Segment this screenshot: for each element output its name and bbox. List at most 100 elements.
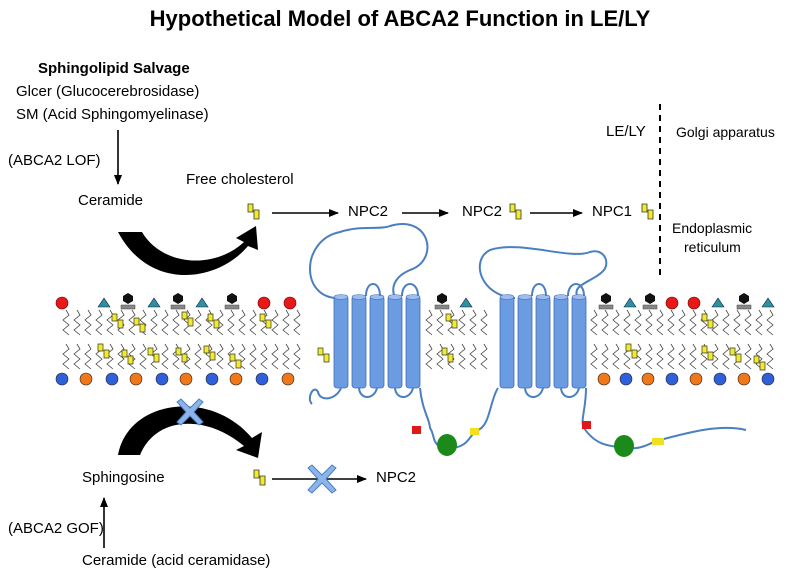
transmembrane-helix xyxy=(351,295,367,389)
lipid-tail xyxy=(62,343,70,370)
lipid-tail xyxy=(73,343,81,370)
lipid-tail xyxy=(689,343,697,370)
transmembrane-helix xyxy=(517,295,533,389)
transmembrane-helix xyxy=(369,295,385,389)
membrane-cholesterol xyxy=(229,353,242,369)
lipid-tail xyxy=(194,309,202,336)
sphingomyelin-head xyxy=(437,293,447,304)
lipid-head-bottom xyxy=(105,372,119,386)
sphingomyelin-bar xyxy=(170,304,186,310)
membrane-cholesterol xyxy=(753,355,766,371)
salvage-line-sm: SM (Acid Sphingomyelinase) xyxy=(16,106,209,123)
lipid-head-bottom xyxy=(641,372,655,386)
lipid-tail xyxy=(755,309,763,336)
lipid-tail xyxy=(744,343,752,370)
ceramide-acid-ceramidase-label: Ceramide (acid ceramidase) xyxy=(82,552,271,569)
lipid-tail xyxy=(612,309,620,336)
lipid-head-bottom xyxy=(281,372,295,386)
transmembrane-helix xyxy=(535,295,551,389)
lipid-tail xyxy=(480,309,488,336)
curved-arrow-ceramide-to-cholesterol xyxy=(118,226,258,276)
lipid-tail xyxy=(601,343,609,370)
lipid-tail xyxy=(711,309,719,336)
lipid-tail xyxy=(711,343,719,370)
lipid-tail xyxy=(117,343,125,370)
lipid-head-red xyxy=(665,296,679,310)
lipid-tail xyxy=(293,343,301,370)
lipid-head-bottom xyxy=(737,372,751,386)
transmembrane-helix xyxy=(499,295,515,389)
lipid-head-bottom xyxy=(597,372,611,386)
lipid-tail xyxy=(73,309,81,336)
lipid-head-teal xyxy=(97,297,111,308)
membrane-cholesterol xyxy=(111,313,124,329)
lipid-tail xyxy=(183,309,191,336)
lipid-tail xyxy=(425,343,433,370)
lipid-head-teal xyxy=(623,297,637,308)
lipid-tail xyxy=(128,309,136,336)
lipid-tail xyxy=(634,343,642,370)
lipid-head-red xyxy=(55,296,69,310)
sphingosine-label: Sphingosine xyxy=(82,469,165,486)
lipid-tail xyxy=(436,309,444,336)
lipid-head-bottom xyxy=(155,372,169,386)
free-cholesterol-label: Free cholesterol xyxy=(186,171,294,188)
yellow-domain xyxy=(470,428,479,435)
lipid-tail xyxy=(161,309,169,336)
ceramide-label: Ceramide xyxy=(78,192,144,209)
lipid-tail xyxy=(458,343,466,370)
lipid-tail xyxy=(656,343,664,370)
lipid-head-bottom xyxy=(55,372,69,386)
lipid-tail xyxy=(106,343,114,370)
transmembrane-helix xyxy=(571,295,587,389)
lipid-tail xyxy=(282,309,290,336)
membrane-cholesterol xyxy=(625,343,638,359)
lipid-head-bottom xyxy=(205,372,219,386)
sphingomyelin-head xyxy=(601,293,611,304)
lipid-tail xyxy=(458,309,466,336)
membrane-cholesterol xyxy=(441,347,454,363)
lipid-head-bottom xyxy=(689,372,703,386)
lipid-tail xyxy=(645,309,653,336)
sphingomyelin-bar xyxy=(224,304,240,310)
lipid-tail xyxy=(590,343,598,370)
lipid-tail xyxy=(194,343,202,370)
membrane-cholesterol xyxy=(133,317,146,333)
cytoplasmic-tail xyxy=(308,387,342,405)
curved-arrow-sphingosine-to-cholesterol xyxy=(118,406,262,458)
page-title: Hypothetical Model of ABCA2 Function in … xyxy=(149,6,651,31)
cytoplasmic-loop xyxy=(419,387,499,450)
lipid-tail xyxy=(205,343,213,370)
lipid-head-teal xyxy=(147,297,161,308)
abca2-lof-label: (ABCA2 LOF) xyxy=(8,152,101,169)
salvage-heading: Sphingolipid Salvage xyxy=(38,60,190,77)
lipid-head-teal xyxy=(459,297,473,308)
membrane-cholesterol xyxy=(701,345,714,361)
membrane-cholesterol xyxy=(445,313,458,329)
npc2-bottom-label: NPC2 xyxy=(376,469,417,486)
lipid-tail xyxy=(645,343,653,370)
lipid-head-bottom xyxy=(665,372,679,386)
extracellular-loop xyxy=(478,246,608,299)
lipid-tail xyxy=(249,343,257,370)
npc1-label: NPC1 xyxy=(592,203,633,220)
green-domain xyxy=(437,434,457,456)
npc1-membrane-proteins xyxy=(308,223,747,457)
lipid-tail xyxy=(689,309,697,336)
membrane-cholesterol xyxy=(121,349,134,365)
cholesterol-icon xyxy=(253,469,266,486)
lipid-tail xyxy=(62,309,70,336)
er-label-line2: reticulum xyxy=(684,239,741,255)
lipid-tail xyxy=(260,343,268,370)
lipid-tail xyxy=(84,343,92,370)
lipid-head-bottom xyxy=(619,372,633,386)
lipid-tail xyxy=(172,309,180,336)
lipid-tail xyxy=(216,343,224,370)
membrane-cholesterol xyxy=(317,347,330,363)
lipid-head-bottom xyxy=(713,372,727,386)
lipid-tail xyxy=(480,343,488,370)
lipid-tail xyxy=(766,309,774,336)
er-label-line1: Endoplasmic xyxy=(672,220,753,236)
sphingomyelin-head xyxy=(173,293,183,304)
lipid-tail xyxy=(612,343,620,370)
